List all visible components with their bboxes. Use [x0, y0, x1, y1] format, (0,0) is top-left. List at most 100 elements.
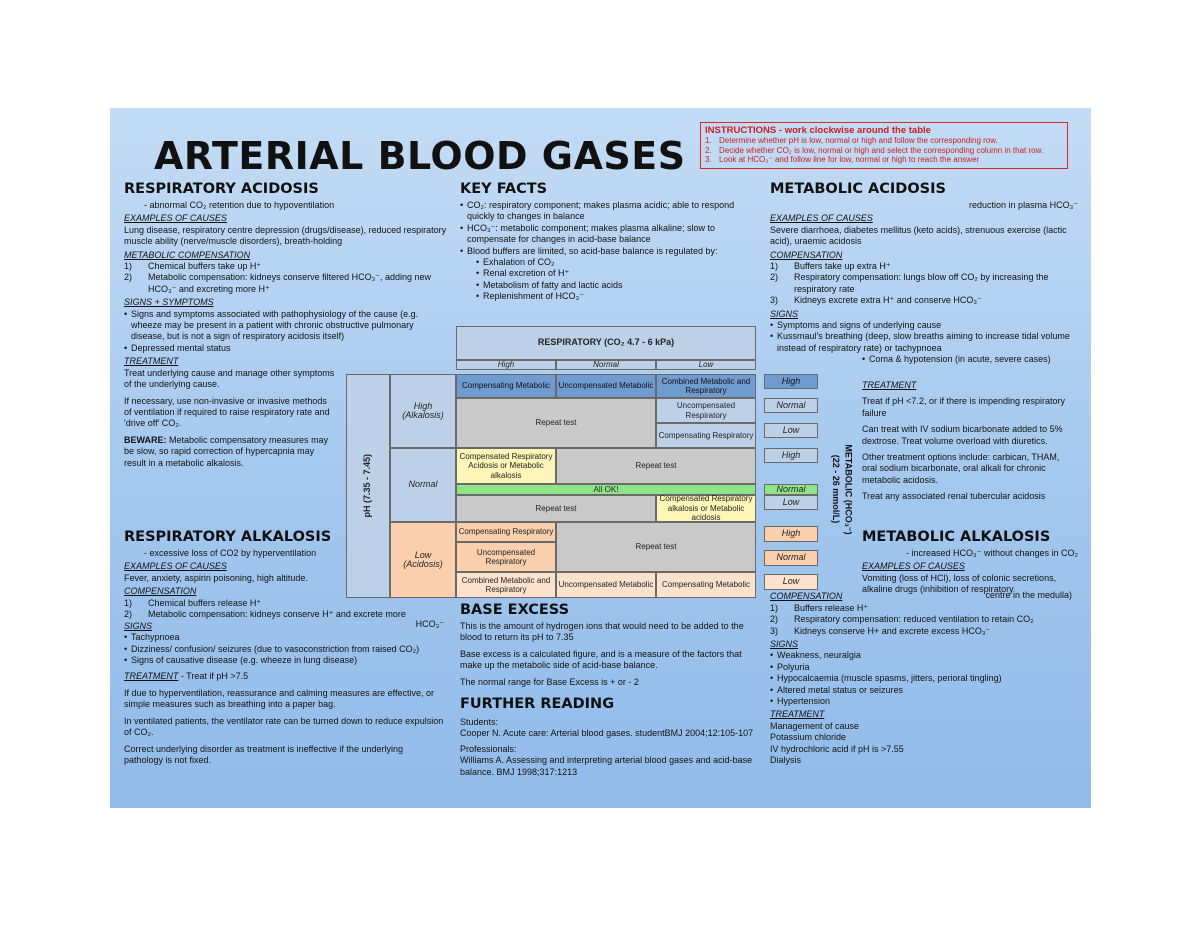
compensation-list: 1)Chemical buffers release H⁺ 2)Metaboli…	[124, 598, 444, 621]
treatment-line: Potassium chloride	[770, 732, 847, 743]
cell-all-ok: All OK!	[456, 484, 756, 495]
cell-repeat-test: Repeat test	[456, 398, 656, 448]
list-item: Metabolism of fatty and lactic acids	[476, 280, 752, 292]
treatment-line: Dialysis	[770, 755, 802, 766]
metabolic-range: (22 - 26 mmol/L)	[826, 434, 841, 546]
cell-repeat-test: Repeat test	[456, 495, 656, 522]
list-item: CO₂: respiratory component; makes plasma…	[460, 200, 752, 223]
hco3-label: Normal	[764, 484, 818, 495]
treatment-text: If necessary, use non-invasive or invasi…	[124, 395, 330, 429]
causes-heading: EXAMPLES OF CAUSES	[124, 561, 227, 572]
compensation-tail: HCO₃⁻	[415, 619, 444, 630]
list-item: Kussmaul's breathing (deep, slow breaths…	[770, 331, 1078, 354]
hco3-label: Low	[764, 574, 818, 590]
list-item: 1)Buffers release H⁺	[770, 602, 869, 613]
list-item: Dizziness/ confusion/ seizures (due to v…	[124, 644, 444, 656]
list-item: Replenishment of HCO₃⁻	[476, 291, 752, 303]
key-facts-list: CO₂: respiratory component; makes plasma…	[460, 200, 752, 257]
signs-list: Signs and symptoms associated with patho…	[124, 309, 448, 355]
instruction-step: 2.Decide whether CO₂ is low, normal or h…	[705, 145, 1044, 155]
signs-heading: SIGNS	[770, 308, 799, 319]
cell-repeat-test: Repeat test	[556, 522, 756, 572]
list-item: Altered metal status or seizures	[770, 685, 1078, 697]
list-item: 3)Kidneys conserve H+ and excrete excess…	[770, 625, 991, 636]
signs-heading: SIGNS + SYMPTOMS	[124, 297, 214, 308]
cell-compensating-metabolic: Compensating Metabolic	[456, 374, 556, 398]
regulation-list: Exhalation of CO₂ Renal excretion of H⁺ …	[460, 257, 752, 303]
list-item: Renal excretion of H⁺	[476, 268, 752, 280]
hco3-label: High	[764, 448, 818, 463]
treatment-text: Treat any associated renal tubercular ac…	[862, 491, 1046, 502]
signs-list: Tachypnoea Dizziness/ confusion/ seizure…	[124, 632, 444, 667]
list-item: Coma & hypotension (in acute, severe cas…	[862, 354, 1078, 366]
section-heading: RESPIRATORY ACIDOSIS	[124, 181, 319, 197]
compensation-heading: COMPENSATION	[770, 591, 843, 602]
section-heading: KEY FACTS	[460, 181, 548, 197]
compensation-list: 1)Buffers release H⁺ 2)Respiratory compe…	[770, 603, 1078, 637]
beware-note: BEWARE: Metabolic compensatory measures …	[124, 434, 329, 468]
respiratory-alkalosis-section: RESPIRATORY ALKALOSIS - excessive loss o…	[124, 529, 444, 766]
hco3-label: Low	[764, 423, 818, 438]
instruction-step: 3.Look at HCO₃⁻ and follow line for low,…	[705, 155, 980, 164]
cell-repeat-test: Repeat test	[556, 448, 756, 484]
treatment-heading: TREATMENT	[124, 356, 179, 367]
list-item: 3)Kidneys excrete extra H⁺ and conserve …	[770, 295, 982, 306]
list-item: 2)Respiratory compensation: reduced vent…	[770, 614, 1034, 625]
list-item: Exhalation of CO₂	[476, 257, 752, 269]
cell-uncompensated-respiratory: Uncompensated Respiratory	[456, 542, 556, 572]
cell-compensating-metabolic: Compensating Metabolic	[656, 572, 756, 598]
causes-text: Lung disease, respiratory centre depress…	[124, 224, 447, 247]
metabolic-alkalosis-section: METABOLIC ALKALOSIS - increased HCO₃⁻ wi…	[862, 529, 1078, 596]
metabolic-axis-label: METABOLIC (HCO₃⁻)	[843, 444, 854, 535]
ph-axis-label: pH (7.35 - 7.45)	[362, 454, 373, 518]
respiratory-header: RESPIRATORY (CO₂ 4.7 - 6 kPa)	[456, 326, 756, 360]
list-item: 1)Chemical buffers release H⁺	[124, 597, 262, 608]
list-item: Signs and symptoms associated with patho…	[124, 309, 448, 343]
cell-uncompensated-metabolic: Uncompensated Metabolic	[556, 572, 656, 598]
reading-reference: Williams A. Assessing and interpreting a…	[460, 755, 753, 777]
signs-list: Weakness, neuralgia Polyuria Hypocalcaem…	[770, 650, 1078, 707]
base-excess-text: This is the amount of hydrogen ions that…	[460, 621, 744, 643]
metabolic-acidosis-treatment: TREATMENT Treat if pH <7.2, or if there …	[862, 378, 1076, 503]
signs-heading: SIGNS	[124, 620, 153, 631]
treatment-line: TREATMENT - Treat if pH >7.5	[124, 671, 249, 682]
list-item: Weakness, neuralgia	[770, 650, 1078, 662]
list-item: Hypocalcaemia (muscle spasms, jitters, p…	[770, 673, 1078, 685]
base-excess-text: The normal range for Base Excess is + or…	[460, 676, 639, 687]
column-header-high: High	[456, 360, 556, 370]
treatment-line: IV hydrochloric acid if pH is >7.55	[770, 743, 904, 754]
list-item: 2)Metabolic compensation: kidneys conser…	[124, 272, 432, 294]
list-item: 1)Chemical buffers take up H⁺	[124, 261, 262, 272]
list-item: Polyuria	[770, 662, 1078, 674]
causes-heading: EXAMPLES OF CAUSES	[770, 213, 873, 224]
section-summary: - abnormal CO₂ retention due to hypovent…	[144, 200, 335, 210]
list-item: Hypertension	[770, 696, 1078, 708]
hco3-label: Low	[764, 495, 818, 510]
hco3-label: High	[764, 374, 818, 389]
causes-text: Vomiting (loss of HCl), loss of colonic …	[862, 572, 1057, 595]
metabolic-acidosis-section: METABOLIC ACIDOSIS reduction in plasma H…	[770, 181, 1078, 366]
causes-text: Fever, anxiety, aspirin poisoning, high …	[124, 572, 308, 583]
causes-heading: EXAMPLES OF CAUSES	[124, 213, 227, 224]
column-header-low: Low	[656, 360, 756, 370]
hco3-label: High	[764, 526, 818, 542]
key-facts-section: KEY FACTS CO₂: respiratory component; ma…	[460, 181, 752, 303]
section-summary: - increased HCO₃⁻ without changes in CO₂	[906, 548, 1078, 558]
instruction-step: 1.Determine whether pH is low, normal or…	[705, 136, 998, 145]
cell-compensating-respiratory: Compensating Respiratory	[656, 423, 756, 448]
ph-axis: pH (7.35 - 7.45)	[346, 374, 390, 598]
compensation-list: 1)Chemical buffers take up H⁺ 2)Metaboli…	[124, 261, 448, 295]
list-item: Symptoms and signs of underlying cause	[770, 320, 1078, 332]
section-heading: FURTHER READING	[460, 696, 615, 713]
section-heading: BASE EXCESS	[460, 602, 570, 618]
reading-label: Professionals:	[460, 743, 517, 754]
section-heading: METABOLIC ACIDOSIS	[770, 181, 946, 197]
section-heading: METABOLIC ALKALOSIS	[862, 529, 1051, 545]
cell-combined-metabolic-respiratory: Combined Metabolic and Respiratory	[656, 374, 756, 398]
list-item: 2)Respiratory compensation: lungs blow o…	[770, 272, 1049, 294]
compensation-heading: COMPENSATION	[124, 586, 197, 597]
list-item: Tachypnoea	[124, 632, 444, 644]
signs-list: Symptoms and signs of underlying cause K…	[770, 320, 1078, 354]
treatment-heading: TREATMENT	[770, 709, 825, 720]
treatment-text: If due to hyperventilation, reassurance …	[124, 687, 435, 710]
